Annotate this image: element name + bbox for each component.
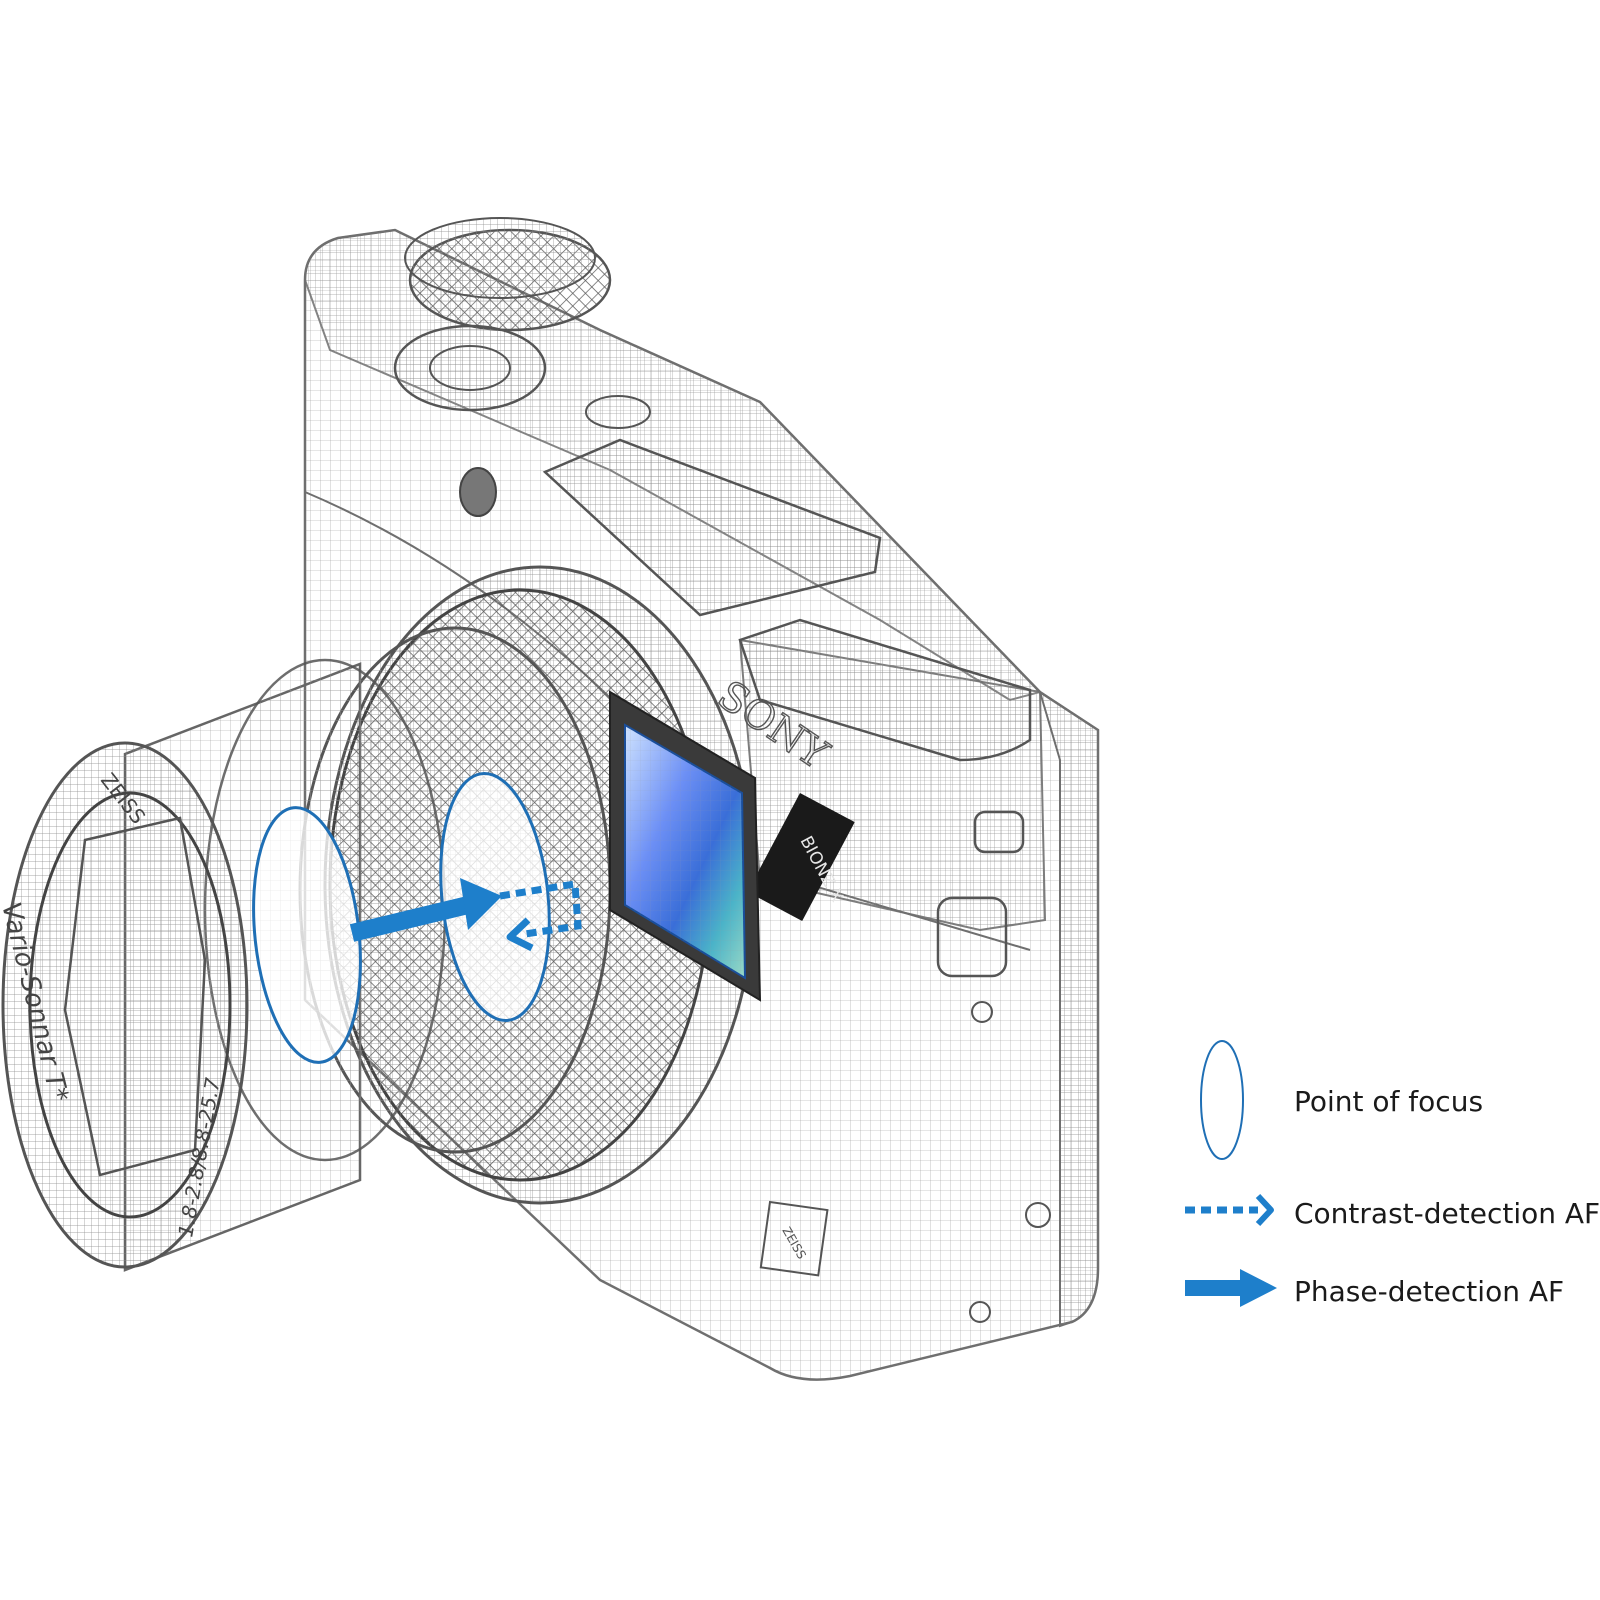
- lens-front-element: [28, 791, 232, 1219]
- phase-arrow-shaft: [349, 896, 471, 942]
- shutter-button-center-icon: [429, 345, 511, 391]
- image-sensor: [609, 690, 762, 1002]
- body-side-face: [1038, 689, 1099, 1328]
- sensor-grid-overlay: [625, 725, 745, 978]
- ellipse-outline-icon: [1200, 1040, 1244, 1160]
- dashed-arrow-icon: [1185, 1193, 1274, 1227]
- phase-detection-arrow: [349, 878, 502, 942]
- solid-arrow-icon-head: [1240, 1269, 1277, 1307]
- solid-arrow-icon: [1185, 1269, 1277, 1307]
- side-switch-icon: [936, 896, 1008, 978]
- contrast-detection-arrow: [499, 879, 582, 952]
- legend-label-phase: Phase-detection AF: [1294, 1275, 1565, 1308]
- lens-shutter-blades-icon: [63, 816, 207, 1177]
- top-controls: [393, 217, 1032, 762]
- screw-icon-1: [971, 1001, 993, 1023]
- legend: [1185, 1040, 1277, 1307]
- legend-label-focus: Point of focus: [1294, 1085, 1484, 1118]
- popup-flash-housing: [542, 438, 882, 617]
- contrast-arrow-path: [499, 879, 582, 938]
- phase-arrow-head: [460, 878, 502, 930]
- power-button-icon: [585, 395, 651, 429]
- strap-lug-icon: [459, 467, 497, 517]
- side-controls: [936, 810, 1051, 1323]
- mode-dial-top-icon: [404, 217, 596, 299]
- contrast-arrow-head: [506, 917, 534, 952]
- body-zeiss-badge-frame: [759, 1200, 829, 1277]
- screw-icon-2: [969, 1301, 991, 1323]
- legend-label-contrast: Contrast-detection AF: [1294, 1197, 1600, 1230]
- body-zeiss-badge: [759, 1200, 829, 1277]
- processor-badge-bg: [747, 793, 855, 921]
- solid-arrow-icon-shaft: [1185, 1280, 1249, 1296]
- dashed-arrow-icon-head: [1255, 1193, 1274, 1227]
- processor-badge: [747, 793, 855, 921]
- popup-viewfinder-housing: [738, 618, 1032, 762]
- shutter-button-icon: [393, 324, 547, 412]
- screw-icon-3: [1025, 1202, 1051, 1228]
- side-button-icon: [973, 810, 1025, 854]
